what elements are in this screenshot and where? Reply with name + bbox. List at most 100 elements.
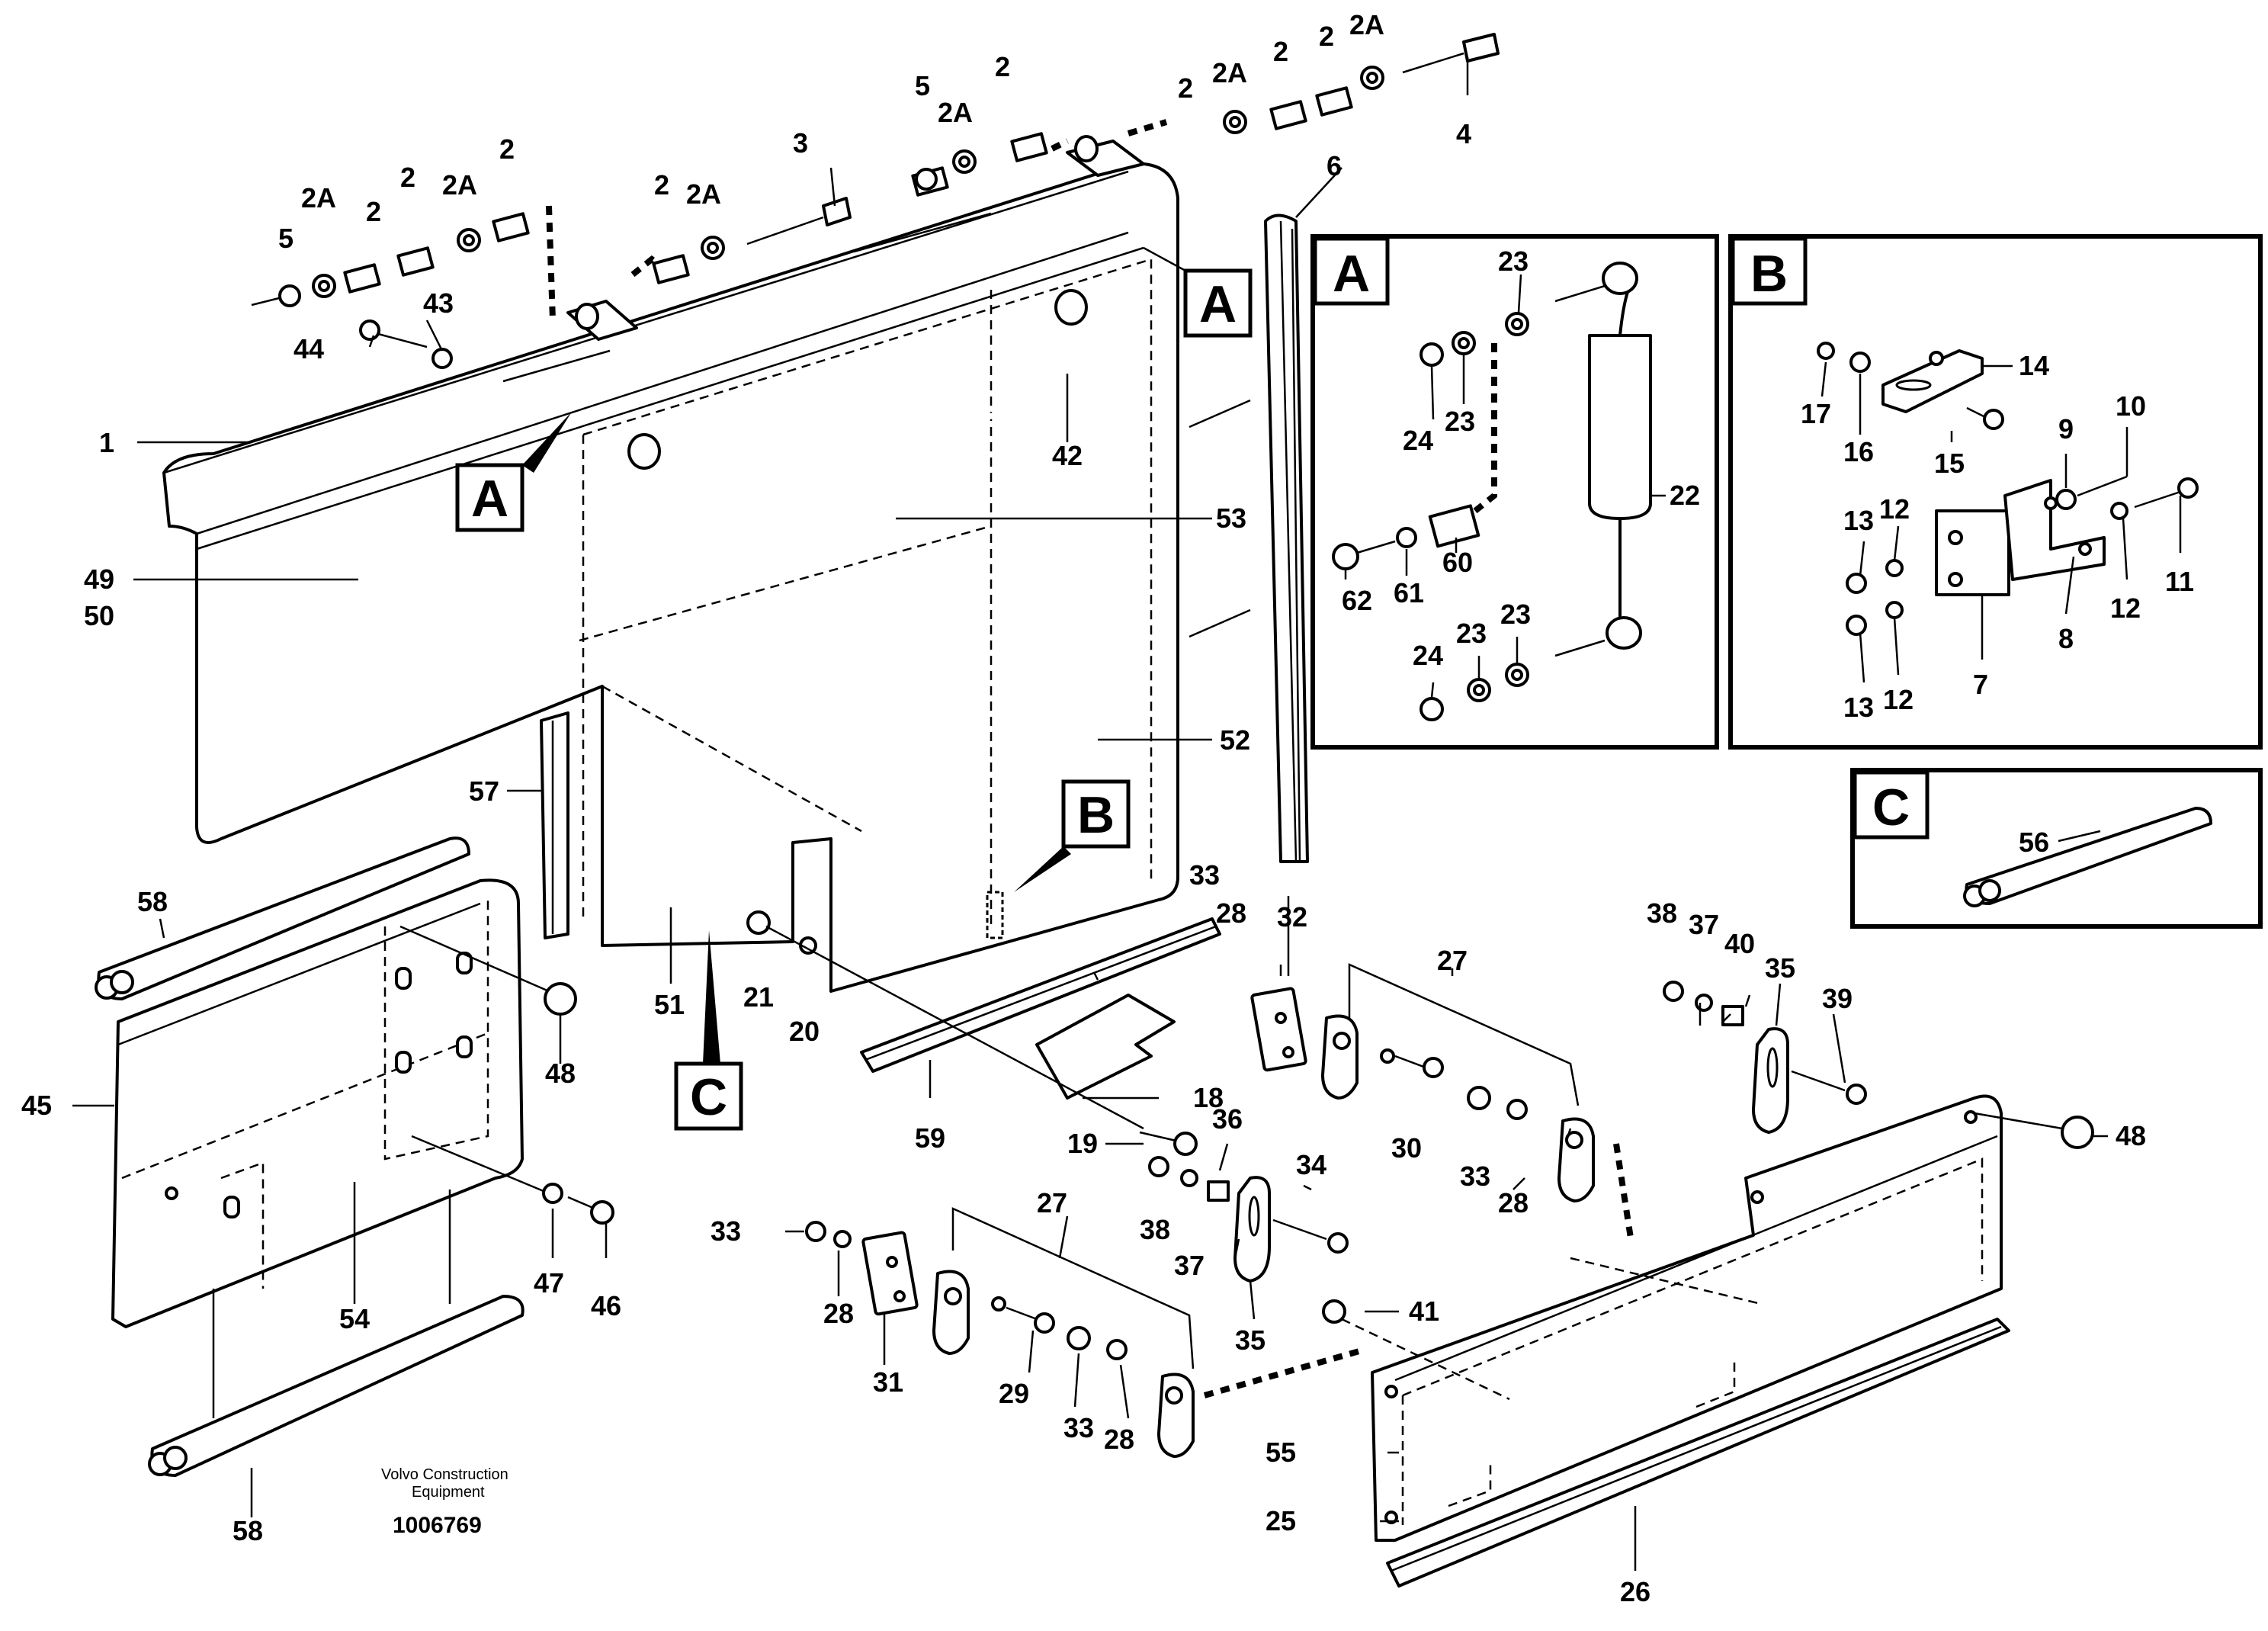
label-35a: 35 — [1235, 1324, 1266, 1356]
label-13b: 13 — [1843, 692, 1874, 723]
brand-line-2: Equipment — [412, 1484, 485, 1501]
label-7: 7 — [1973, 669, 1988, 700]
hinge-assembly-27-upper — [1250, 963, 1595, 1202]
label-48a: 48 — [545, 1058, 576, 1089]
label-2a: 2 — [366, 196, 381, 227]
label-9: 9 — [2058, 413, 2074, 445]
label-2g: 2 — [1273, 36, 1288, 67]
label-12c: 12 — [1883, 684, 1914, 715]
label-50: 50 — [84, 600, 114, 631]
label-33c: 33 — [711, 1215, 741, 1247]
detail-box-a: A — [1310, 234, 1719, 750]
leader-lines — [72, 57, 2182, 1571]
label-31: 31 — [873, 1366, 903, 1398]
seal-strip-26 — [1386, 1318, 2010, 1588]
hinge-bolt-stack-right — [1010, 33, 1500, 162]
bracket-18 — [1035, 994, 1198, 1156]
hood-cover — [162, 162, 1179, 993]
label-52: 52 — [1220, 724, 1250, 756]
label-33a: 33 — [1189, 859, 1220, 891]
label-61: 61 — [1394, 577, 1424, 608]
bolt-41 — [1322, 1299, 1510, 1401]
label-28d: 28 — [1104, 1424, 1134, 1455]
label-13a: 13 — [1843, 505, 1874, 536]
label-62: 62 — [1342, 585, 1372, 616]
label-2A-3: 2A — [686, 178, 721, 210]
label-11: 11 — [2165, 566, 2194, 597]
label-10: 10 — [2116, 390, 2146, 422]
label-46: 46 — [591, 1290, 621, 1321]
seal-strip-59 — [860, 917, 1221, 1073]
label-2c: 2 — [499, 133, 515, 165]
side-panel-45 — [111, 878, 524, 1418]
label-24a: 24 — [1403, 425, 1433, 456]
bolt-path — [1203, 1347, 1366, 1398]
label-28c: 28 — [823, 1298, 854, 1329]
label-45: 45 — [21, 1090, 52, 1121]
label-2A-6: 2A — [1349, 9, 1384, 40]
label-26: 26 — [1620, 1576, 1650, 1607]
label-18: 18 — [1193, 1082, 1224, 1113]
label-2A-4: 2A — [938, 97, 973, 128]
label-48b: 48 — [2116, 1120, 2146, 1151]
label-2e: 2 — [995, 51, 1010, 82]
detail-box-b: B — [1728, 234, 2263, 750]
fastener-48-right — [1974, 1112, 2094, 1149]
label-4: 4 — [1456, 118, 1471, 149]
callout-flag-b: B — [986, 779, 1131, 939]
label-22: 22 — [1670, 480, 1700, 511]
label-28b: 28 — [1498, 1187, 1529, 1218]
label-12a: 12 — [1879, 493, 1910, 525]
label-27a: 27 — [1437, 945, 1468, 976]
latch-35-lower — [1148, 1156, 1349, 1283]
label-38a: 38 — [1140, 1214, 1170, 1245]
label-43: 43 — [423, 287, 454, 319]
label-40: 40 — [1724, 928, 1755, 959]
callout-flag-a-upper: A — [1143, 246, 1253, 338]
label-58a: 58 — [137, 886, 168, 917]
part-labels: 1 5 2A 2 2 2A 2 2 2A 3 5 2A 2 2 2A 2 2 2… — [21, 9, 2194, 1607]
label-2b: 2 — [400, 162, 415, 193]
label-29: 29 — [999, 1378, 1029, 1409]
label-34: 34 — [1296, 1149, 1326, 1180]
fastener-46-47 — [411, 1135, 614, 1225]
label-35b: 35 — [1765, 952, 1795, 984]
label-28a: 28 — [1216, 897, 1246, 929]
callout-c: C — [690, 1068, 727, 1126]
label-2d: 2 — [654, 169, 669, 201]
grab-handle — [627, 289, 1124, 473]
hinge-assembly-27-lower — [805, 1207, 1195, 1458]
label-15: 15 — [1934, 448, 1965, 479]
detail-box-c: C — [1850, 768, 2263, 929]
label-14: 14 — [2019, 350, 2049, 381]
bolt-path — [1051, 138, 1069, 152]
label-33b: 33 — [1460, 1161, 1490, 1192]
label-47: 47 — [534, 1267, 564, 1299]
hinge-bolt-stack-left — [251, 212, 530, 307]
callout-flag-c: C — [674, 930, 743, 1131]
label-19: 19 — [1067, 1128, 1098, 1159]
callout-a-lower: A — [471, 470, 508, 528]
bolt-44 — [359, 319, 453, 369]
detail-a-letter: A — [1333, 245, 1370, 303]
latch-35-upper — [1663, 981, 1867, 1134]
hinges — [566, 135, 1145, 341]
hinge-bolt-stack-mid — [652, 149, 977, 284]
label-8: 8 — [2058, 623, 2074, 654]
label-33d: 33 — [1063, 1412, 1094, 1443]
bolt-path — [546, 205, 556, 321]
label-60: 60 — [1442, 547, 1473, 578]
brand-line-1: Volvo Construction — [381, 1466, 508, 1483]
label-21: 21 — [743, 981, 774, 1013]
detail-c-letter: C — [1872, 779, 1910, 836]
label-23b: 23 — [1445, 406, 1475, 437]
label-5b: 5 — [915, 70, 930, 101]
seal-strip-6 — [1189, 214, 1309, 863]
label-30: 30 — [1391, 1132, 1422, 1164]
label-20: 20 — [789, 1016, 820, 1047]
label-2A-5: 2A — [1212, 57, 1247, 88]
label-51: 51 — [654, 989, 685, 1020]
label-16: 16 — [1843, 436, 1874, 467]
label-41: 41 — [1409, 1295, 1439, 1327]
label-37b: 37 — [1689, 909, 1719, 940]
